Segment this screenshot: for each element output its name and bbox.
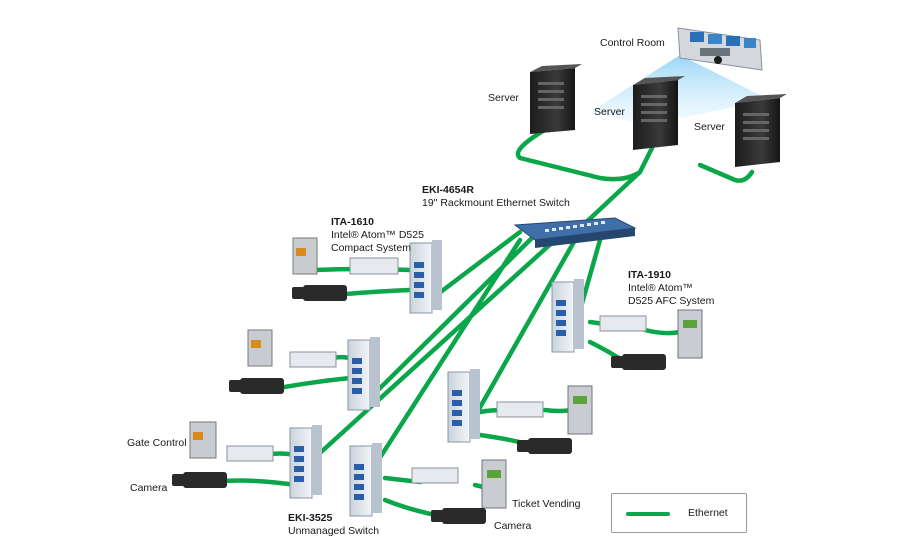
cable-backbone: [577, 169, 643, 231]
camera-6: [622, 354, 666, 370]
ticket-kiosk-1: [677, 309, 703, 359]
ita1610-line1-label: Intel® Atom™ D525: [331, 229, 424, 241]
gate-control-units: [189, 237, 318, 459]
din-switch-center: [447, 369, 480, 443]
server-1-label: Server: [488, 92, 519, 104]
compact-system-5: [411, 467, 459, 484]
legend: Ethernet: [611, 493, 747, 533]
rackmount-switch-icon: [513, 217, 637, 248]
camera-bottom-label: Camera: [494, 520, 532, 532]
ita1610-line2-label: Compact System: [331, 242, 411, 254]
camera-1: [303, 285, 347, 301]
eki4654r-desc-label: 19" Rackmount Ethernet Switch: [422, 197, 570, 209]
ticket-vending-label: Ticket Vending: [512, 498, 581, 510]
ticket-kiosks: [481, 309, 703, 509]
gate-control-label: Gate Control: [127, 437, 187, 449]
cable-bottom-switch: [369, 237, 523, 473]
din-switch-mid: [347, 337, 380, 411]
compact-system-3: [226, 445, 274, 462]
ita1910-line2-label: D525 AFC System: [628, 295, 715, 307]
control-room-label: Control Room: [600, 37, 665, 49]
eki4654r-model-label: EKI-4654R: [422, 184, 474, 196]
din-switch-eki3525: [349, 443, 382, 517]
cable-13: [642, 327, 683, 336]
camera-5: [442, 508, 486, 524]
ethernet-legend-swatch: [626, 512, 670, 516]
ita1610-model-label: ITA-1610: [331, 216, 374, 228]
ethernet-legend-label: Ethernet: [688, 507, 728, 519]
compact-system-2: [289, 351, 337, 368]
embedded-computers: [226, 257, 647, 484]
cameras: [172, 285, 666, 524]
control-room-icon: [677, 27, 763, 71]
server-1-icon: [530, 64, 582, 134]
server-3-icon: [735, 94, 787, 167]
camera-4: [528, 438, 572, 454]
cable-server-3: [697, 162, 755, 183]
cable-ita1610-switch: [427, 229, 523, 303]
eki3525-model-label: EKI-3525: [288, 512, 333, 524]
din-switch-ita1910: [551, 279, 584, 353]
ita1910-model-label: ITA-1910: [628, 269, 671, 281]
ticket-kiosk-3: [481, 459, 507, 509]
cable-center-switch: [467, 237, 578, 428]
camera-3: [183, 472, 227, 488]
compact-system-6: [599, 315, 647, 332]
server-2-label: Server: [594, 106, 625, 118]
ticket-kiosk-2: [567, 385, 593, 435]
camera-left-label: Camera: [130, 482, 168, 494]
cable-server-1: [515, 125, 655, 182]
camera-2: [240, 378, 284, 394]
compact-system-1: [349, 257, 399, 275]
compact-system-4: [496, 401, 544, 418]
server-3-label: Server: [694, 121, 725, 133]
din-switch-ita1610: [409, 240, 442, 314]
eki3525-desc-label: Unmanaged Switch: [288, 525, 380, 537]
server-2-icon: [633, 76, 685, 150]
ita1910-line1-label: Intel® Atom™: [628, 282, 693, 294]
din-switch-gate: [289, 425, 322, 499]
cable-left-switch: [307, 237, 558, 465]
